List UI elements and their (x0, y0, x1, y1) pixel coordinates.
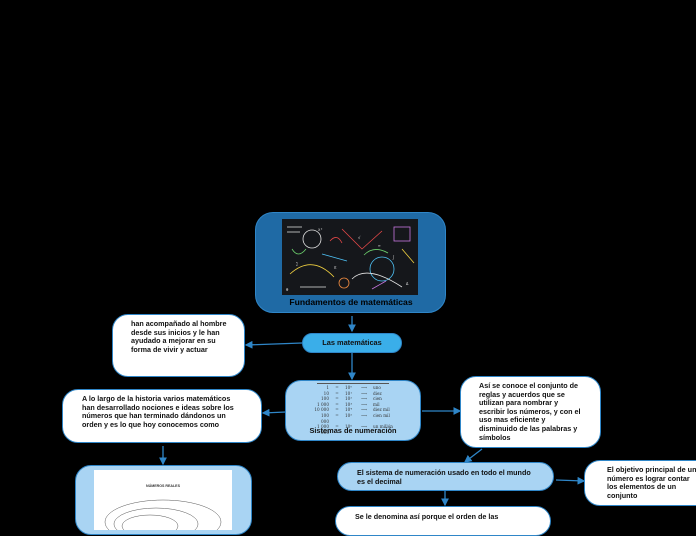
node-sistemas-label: Sistemas de numeración (309, 426, 397, 435)
table-row: 10=10¹⟶diez (323, 390, 382, 396)
node-sistema-decimal-label: El sistema de numeración usado en todo e… (357, 468, 531, 486)
svg-text:Δ: Δ (406, 281, 409, 286)
nested-sets-drawing (104, 499, 222, 530)
root-label: Fundamentos de matemáticas (289, 297, 413, 307)
link-decimal-objetivo (555, 476, 586, 485)
table-row: 100 000=10⁵⟶cien mil (321, 412, 390, 424)
node-han-acompanado[interactable] (112, 314, 245, 377)
numeros-reales-caption: NÚMEROS REALES (146, 484, 180, 488)
svg-text:∑: ∑ (296, 261, 299, 266)
decimal-powers-table: 1=10⁰⟶uno 10=10¹⟶diez 100=10²⟶cien 1 000… (307, 383, 399, 435)
svg-text:x²: x² (318, 227, 323, 232)
svg-text:π: π (334, 265, 337, 270)
node-conjunto-de-reglas[interactable] (460, 376, 601, 448)
chalkboard-doodles: π ∑ √ ∫ x² ∞ Δ θ (282, 219, 418, 295)
numeros-reales-diagram-image: NÚMEROS REALES (94, 470, 232, 530)
node-a-lo-largo-historia[interactable] (62, 389, 262, 443)
svg-text:θ: θ (286, 287, 289, 292)
node-se-le-denomina-label: Se le denomina así porque el orden de la… (355, 512, 499, 521)
table-row: 1 000=10³⟶mil (317, 401, 380, 407)
node-objetivo-principal[interactable] (584, 460, 696, 506)
svg-text:√: √ (358, 235, 361, 240)
node-sistemas-de-numeracion[interactable] (285, 380, 421, 441)
node-conjunto-de-reglas-label: Así se conoce el conjunto de reglas y ac… (479, 381, 581, 442)
node-las-matematicas[interactable] (302, 333, 402, 353)
table-row: 100=10²⟶cien (321, 396, 382, 402)
link-reglas-decimal (463, 448, 483, 463)
connection-lines (159, 316, 586, 507)
svg-text:∞: ∞ (378, 243, 381, 248)
node-han-acompanado-label: han acompañado al hombre desde sus inici… (131, 319, 227, 354)
table-row: 1 000 000=10⁶⟶un millón (317, 424, 393, 435)
node-a-lo-largo-historia-label: A lo largo de la historia varios matemát… (82, 394, 234, 429)
node-sistema-decimal[interactable] (337, 462, 554, 491)
node-objetivo-principal-label: El objetivo principal de un número es lo… (607, 465, 696, 500)
chalkboard-math-image: π ∑ √ ∫ x² ∞ Δ θ (282, 219, 418, 295)
link-matematicas-acompanado (244, 340, 303, 349)
link-sistemas-historia (261, 408, 287, 417)
table-row: 1=10⁰⟶uno (326, 385, 381, 390)
node-las-matematicas-label: Las matemáticas (322, 338, 382, 347)
svg-text:∫: ∫ (392, 255, 395, 260)
table-row: 10 000=10⁴⟶diez mil (314, 407, 390, 413)
